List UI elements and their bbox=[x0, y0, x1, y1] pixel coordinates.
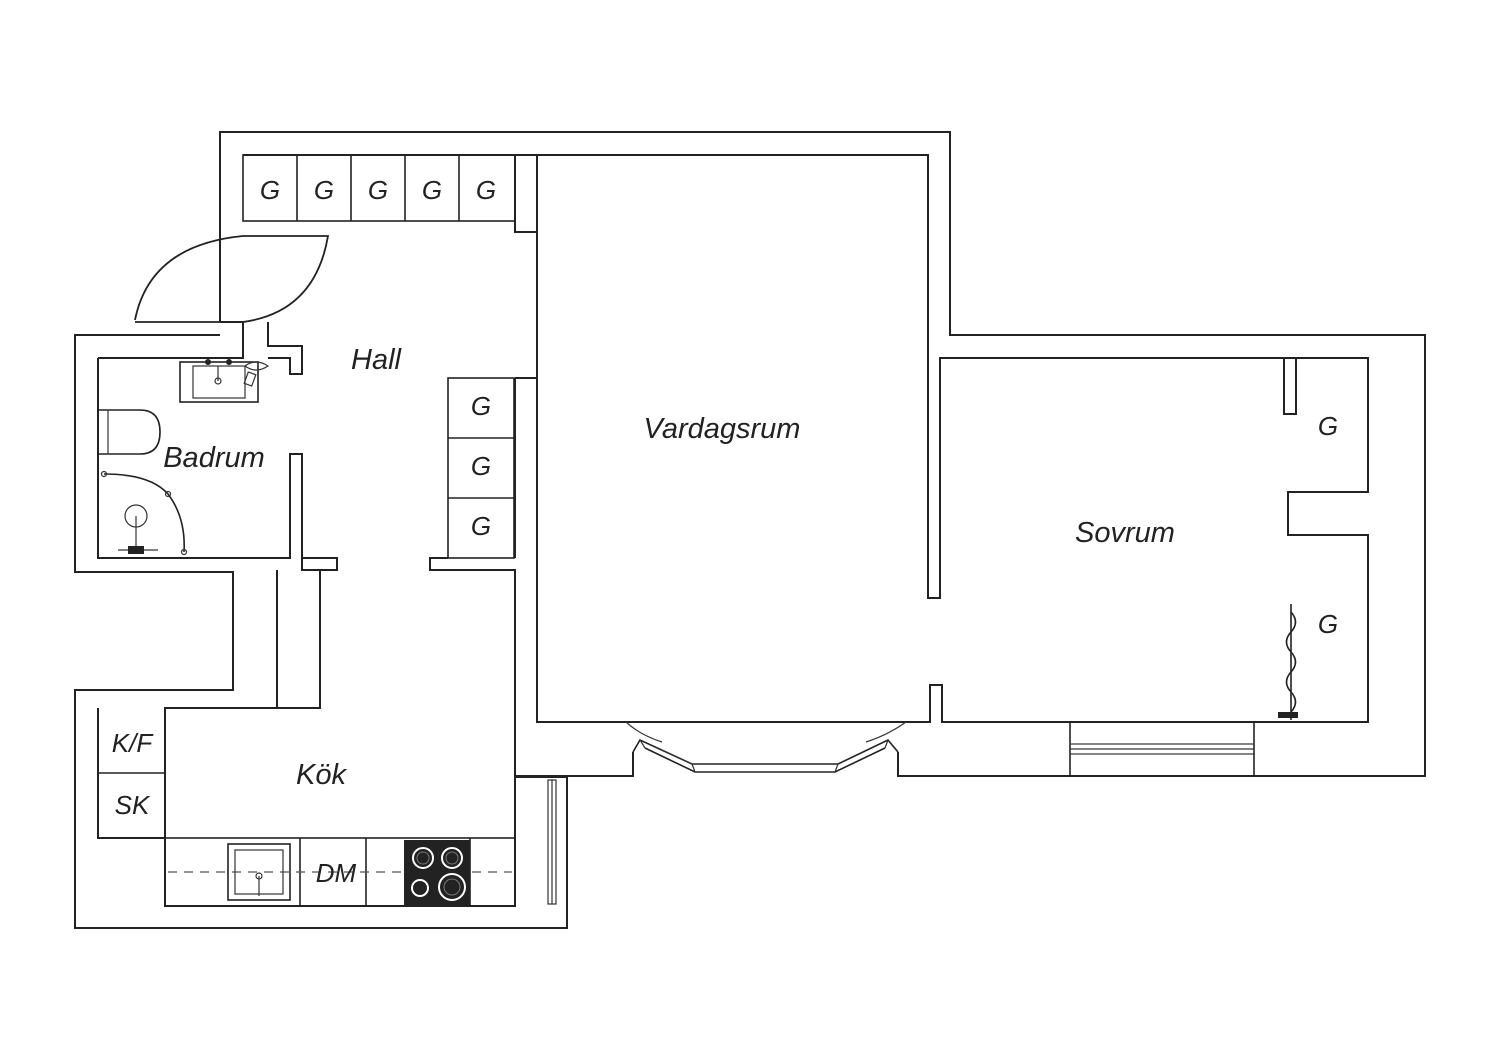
dishwasher-label: DM bbox=[316, 858, 357, 888]
kitchen-sink bbox=[227, 843, 291, 901]
room-label-hall: Hall bbox=[351, 344, 403, 376]
entrance-door bbox=[134, 235, 330, 323]
room-label-kok: Kök bbox=[296, 759, 347, 791]
wardrobe-label: G bbox=[471, 391, 491, 421]
wardrobe-column-hall: G G G bbox=[447, 377, 515, 559]
cupboard-label: SK bbox=[115, 790, 151, 820]
wardrobe-label: G bbox=[314, 175, 334, 205]
fridge-freezer-label: K/F bbox=[112, 728, 155, 758]
bedroom-window bbox=[1069, 722, 1255, 776]
kitchen-counter bbox=[164, 837, 516, 907]
wardrobe-label: G bbox=[260, 175, 280, 205]
room-label-vardagsrum: Vardagsrum bbox=[644, 413, 801, 445]
wardrobe-row-top: G G G G G bbox=[242, 154, 516, 222]
bathroom-sink bbox=[179, 361, 259, 403]
wardrobe-label: G bbox=[422, 175, 442, 205]
radiator-coil bbox=[1278, 604, 1298, 720]
kitchen-fixtures: K/F SK DM bbox=[98, 728, 557, 907]
wardrobe-label: G bbox=[368, 175, 388, 205]
wardrobe-label: G bbox=[476, 175, 496, 205]
bathroom-fixtures bbox=[98, 359, 270, 556]
exterior-walls bbox=[74, 131, 1426, 929]
wardrobe-label: G bbox=[1318, 411, 1338, 441]
shower bbox=[103, 473, 185, 553]
wardrobe-label: G bbox=[1318, 609, 1338, 639]
wardrobe-label: G bbox=[471, 451, 491, 481]
bay-window bbox=[625, 721, 907, 773]
wardrobe-label: G bbox=[471, 511, 491, 541]
room-label-badrum: Badrum bbox=[163, 442, 265, 474]
room-labels: Hall Badrum Vardagsrum Sovrum Kök G G bbox=[163, 344, 1338, 791]
room-label-sovrum: Sovrum bbox=[1075, 517, 1175, 549]
toilet bbox=[98, 409, 161, 455]
